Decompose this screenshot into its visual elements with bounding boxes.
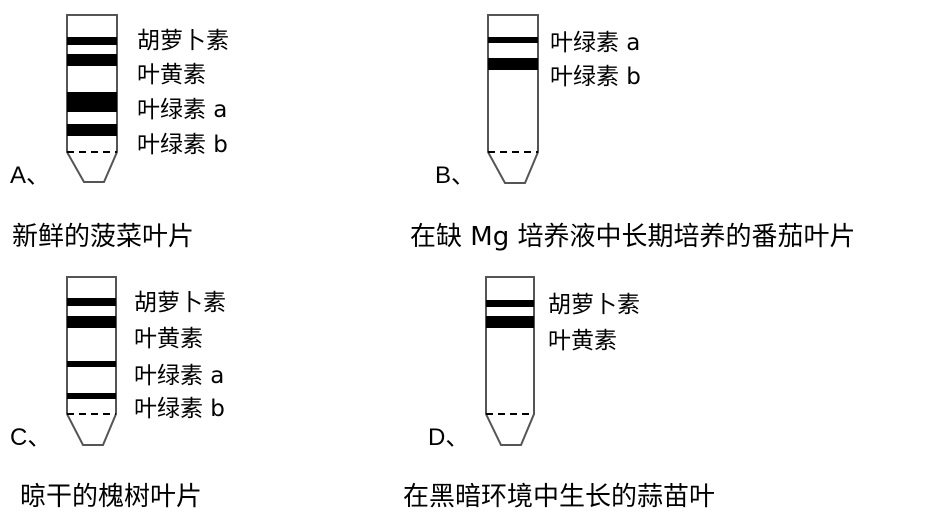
caption-b: 在缺 Mg 培养液中长期培养的番茄叶片 [410, 222, 856, 252]
band-chlorophyll-a [67, 361, 116, 367]
band-chlorophyll-a [67, 92, 117, 112]
label-chlorophyll-a: 叶绿素 a [134, 363, 225, 389]
band-carotene [67, 37, 117, 45]
label-xanthophyll: 叶黄素 [548, 328, 617, 354]
label-chlorophyll-b: 叶绿素 b [134, 396, 225, 422]
band-xanthophyll [486, 316, 534, 328]
tube-d [485, 276, 535, 446]
tube-a [66, 14, 118, 183]
label-chlorophyll-b: 叶绿素 b [550, 64, 641, 90]
label-chlorophyll-b: 叶绿素 b [137, 132, 228, 158]
panel-letter-a: A、 [10, 162, 51, 189]
band-xanthophyll [67, 54, 117, 66]
label-chlorophyll-a: 叶绿素 a [550, 30, 641, 56]
panel-letter-b: B、 [435, 162, 476, 189]
label-xanthophyll: 叶黄素 [137, 62, 206, 88]
band-chlorophyll-b [67, 393, 116, 399]
panel-letter-c: C、 [10, 424, 52, 451]
band-xanthophyll [67, 316, 116, 328]
label-carotene: 胡萝卜素 [134, 290, 226, 316]
label-chlorophyll-a: 叶绿素 a [137, 97, 228, 123]
caption-c: 晾干的槐树叶片 [20, 482, 203, 512]
tube-c [66, 276, 117, 446]
band-carotene [486, 300, 534, 307]
caption-a: 新鲜的菠菜叶片 [12, 222, 195, 252]
panel-letter-d: D、 [428, 424, 470, 451]
label-carotene: 胡萝卜素 [137, 28, 229, 54]
band-chlorophyll-b [488, 58, 538, 70]
label-carotene: 胡萝卜素 [548, 292, 640, 318]
band-chlorophyll-a [488, 37, 538, 43]
caption-d: 在黑暗环境中生长的蒜苗叶 [403, 482, 716, 512]
label-xanthophyll: 叶黄素 [134, 326, 203, 352]
tube-b [487, 14, 539, 184]
band-chlorophyll-b [67, 124, 117, 136]
band-carotene [67, 298, 116, 306]
